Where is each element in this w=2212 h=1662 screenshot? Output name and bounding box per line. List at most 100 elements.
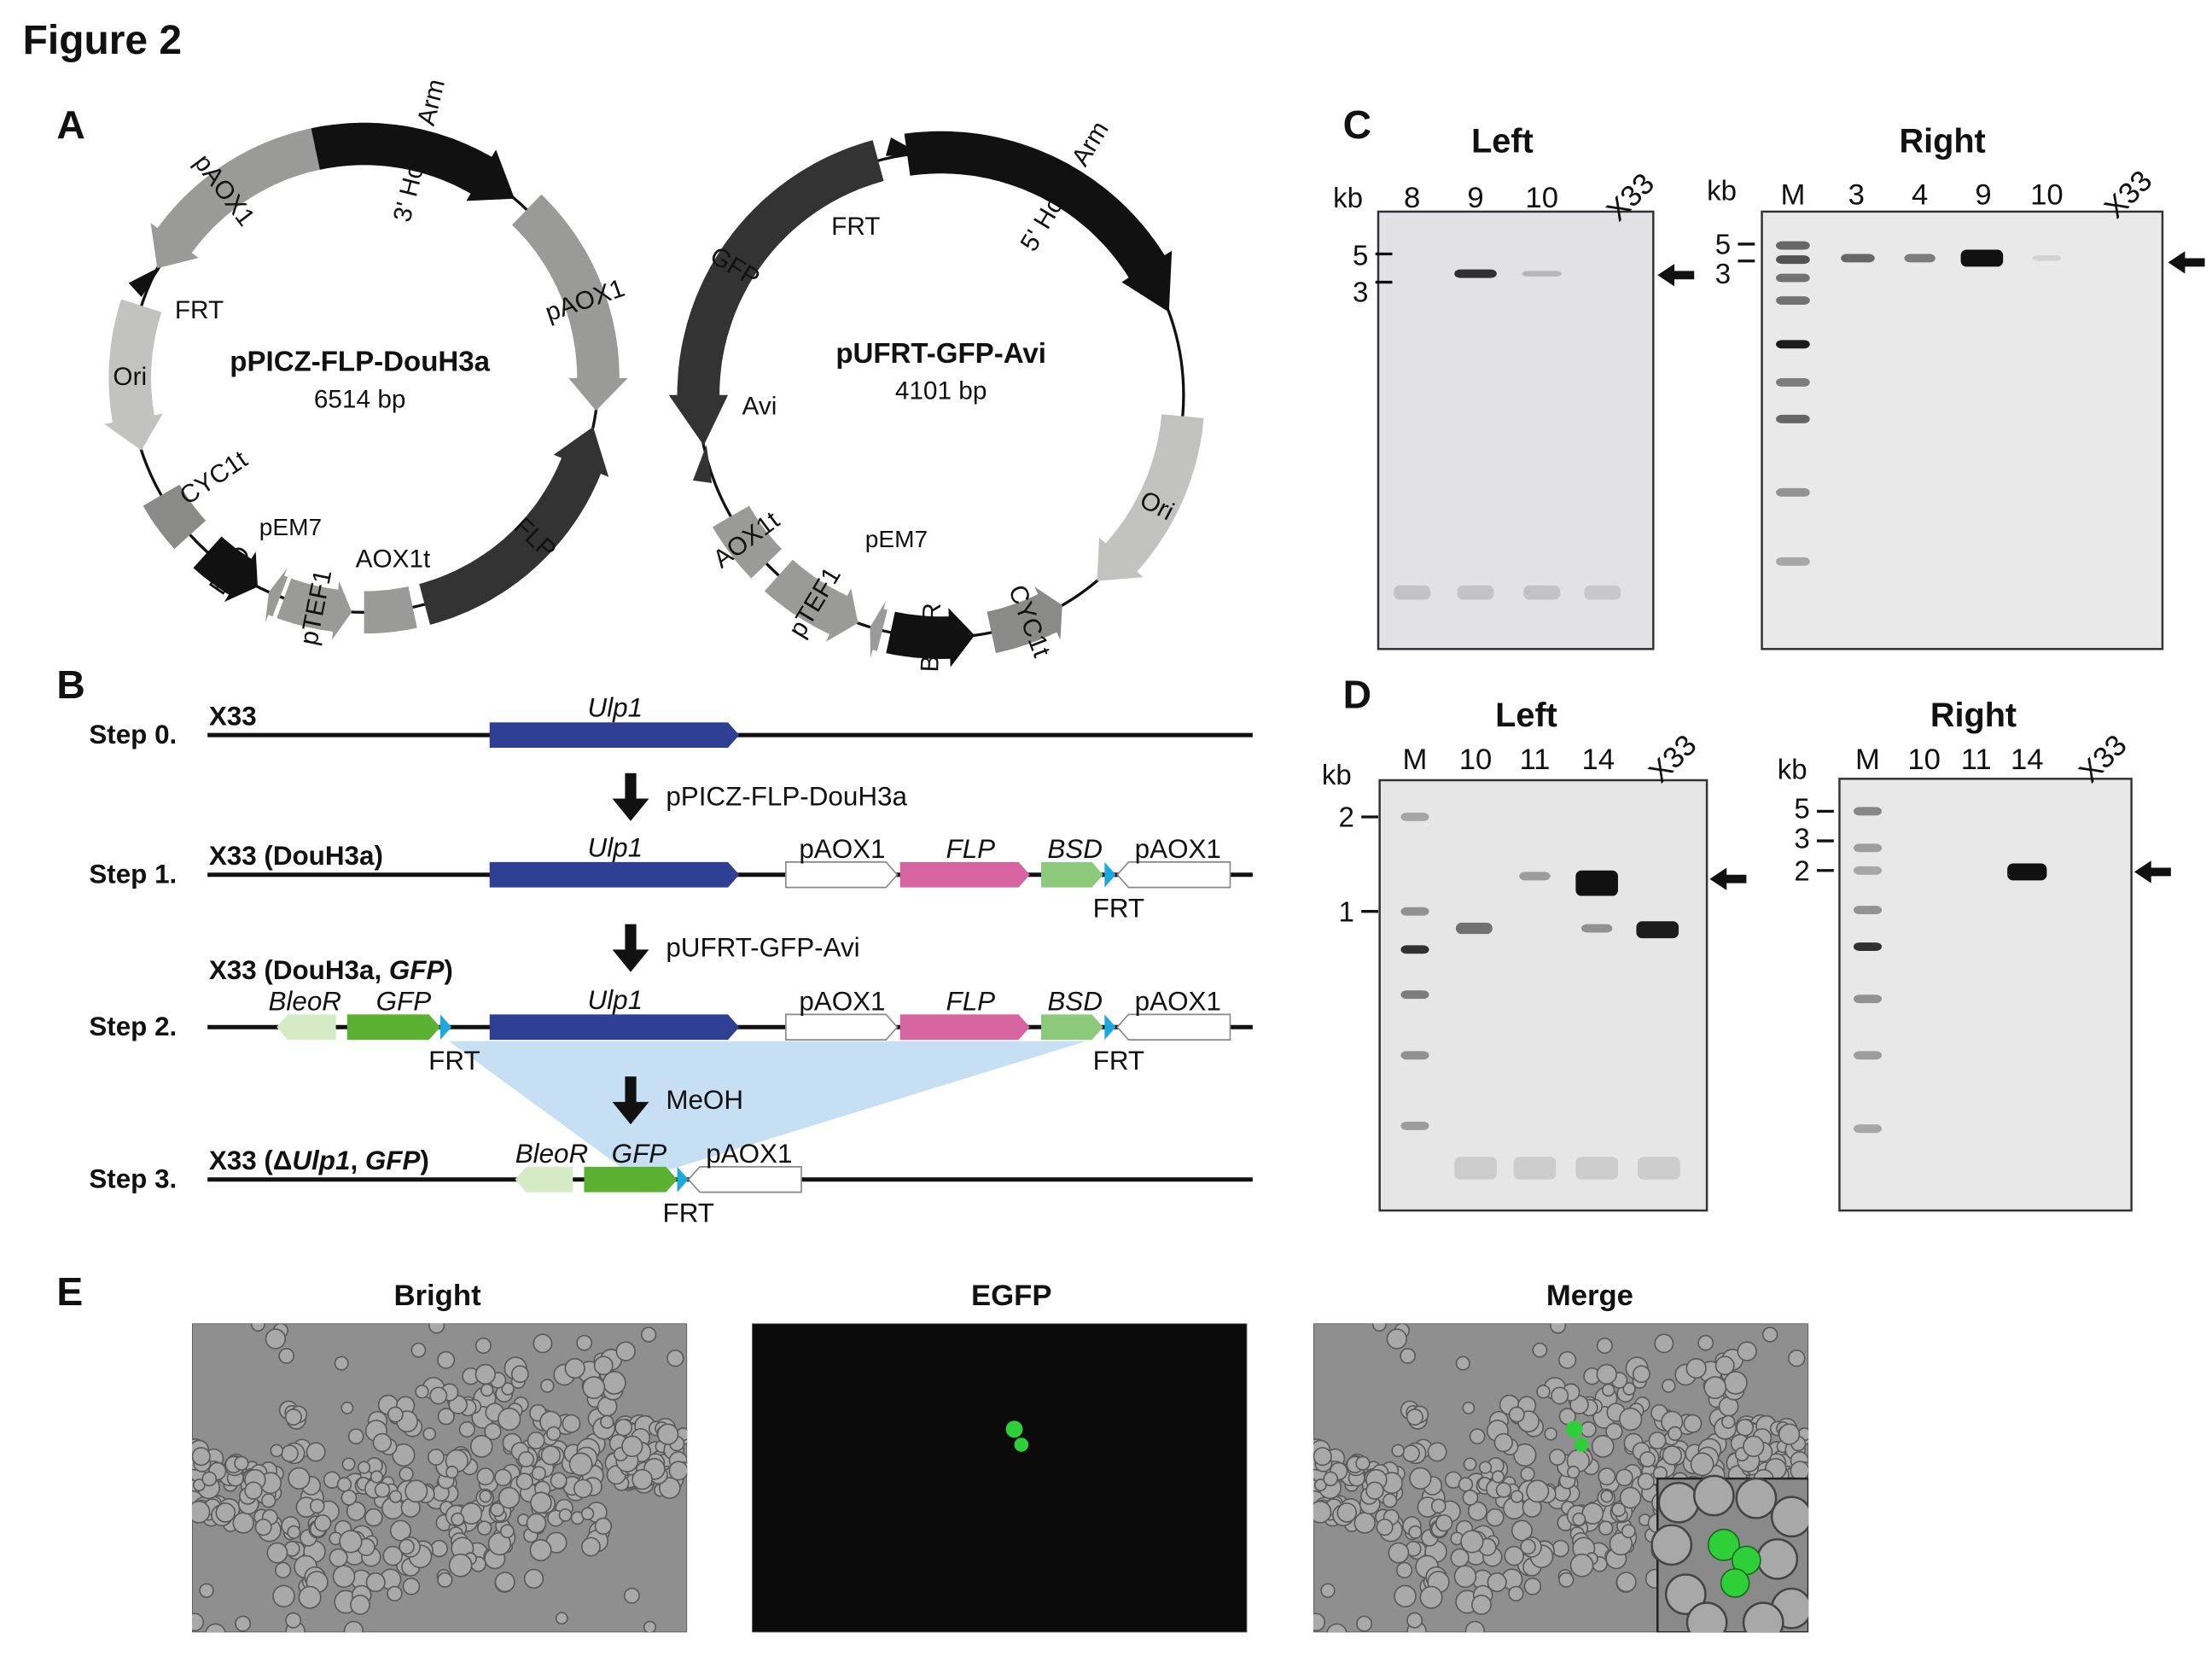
lane-label: M <box>1780 179 1805 212</box>
yeast-cell <box>1662 1379 1676 1393</box>
yeast-cell <box>580 1507 595 1521</box>
yeast-cell <box>479 1490 492 1503</box>
down-arrow-icon <box>612 924 649 972</box>
yeast-cell <box>232 1512 254 1534</box>
yeast-cell <box>1685 1357 1707 1379</box>
feature-arrow <box>1097 414 1204 581</box>
step-label: Step 2. <box>89 1012 177 1041</box>
yeast-cell <box>530 1491 552 1514</box>
yeast-cell <box>1355 1455 1371 1471</box>
yeast-cell <box>1536 1385 1551 1399</box>
yeast-cell <box>546 1426 562 1442</box>
yeast-cell <box>1596 1337 1613 1354</box>
yeast-cell <box>615 1341 636 1362</box>
yeast-cell <box>372 1432 393 1453</box>
yeast-cell <box>288 1467 311 1490</box>
micrograph-egfp <box>752 1323 1248 1633</box>
gel-band <box>1400 945 1429 954</box>
down-arrow-icon <box>612 1076 649 1125</box>
plasmid2-name: pUFRT-GFP-Avi <box>835 338 1046 370</box>
gene-label: pAOX1 <box>1135 834 1221 864</box>
yeast-cell <box>254 1519 272 1537</box>
lane-label: 9 <box>1467 182 1483 214</box>
feature-label: pEM7 <box>865 526 928 552</box>
gel-band <box>1776 487 1810 497</box>
yeast-cell <box>1550 1323 1567 1334</box>
yeast-cell <box>191 1612 205 1632</box>
yeast-cell <box>1720 1414 1736 1429</box>
yeast-cell <box>498 1486 521 1509</box>
yeast-cell <box>387 1406 404 1423</box>
yeast-cell <box>640 1327 657 1343</box>
yeast-cell <box>1723 1370 1748 1395</box>
lane-label: 3 <box>1848 179 1865 212</box>
feature-arrow <box>265 568 288 623</box>
feature-label: AOX1t <box>356 545 431 574</box>
arrow-left-icon <box>2133 860 2171 883</box>
yeast-cell <box>1365 1481 1384 1500</box>
yeast-cell <box>668 1461 688 1481</box>
gel-band <box>1523 585 1561 600</box>
strain-label: X33 (DouH3a) <box>209 841 383 871</box>
yeast-cell <box>621 1435 643 1458</box>
feature-arrow <box>311 122 515 201</box>
lane-label: 10 <box>2030 179 2064 212</box>
yeast-cell <box>1313 1612 1326 1632</box>
yeast-cell <box>1639 1450 1656 1468</box>
yeast-cell <box>1619 1486 1642 1509</box>
ulp1-gene <box>489 722 740 748</box>
marker-size-label: 3 <box>1715 259 1731 290</box>
yeast-cell <box>1455 1356 1470 1371</box>
lane-label: 9 <box>1975 179 1991 212</box>
gel-title: Right <box>1930 697 2017 734</box>
yeast-cell <box>1551 1386 1569 1405</box>
yeast-cell <box>1391 1443 1405 1458</box>
yeast-cell <box>382 1545 404 1566</box>
gene-label: pAOX1 <box>799 986 885 1016</box>
yeast-cell <box>643 1620 657 1633</box>
yeast-cell <box>199 1583 214 1599</box>
lane-label: 11 <box>1519 744 1550 776</box>
gel-band <box>1400 813 1429 821</box>
yeast-cell <box>448 1553 473 1577</box>
panel-label-b: B <box>56 662 84 707</box>
strain-part: Ulp1 <box>292 1146 350 1175</box>
yeast-cell <box>1609 1531 1633 1556</box>
yeast-cell <box>1371 1323 1387 1332</box>
gel-band <box>1776 557 1810 566</box>
yeast-cell <box>1611 1502 1627 1518</box>
lane-label: 14 <box>2011 744 2044 776</box>
yeast-cell <box>235 1615 252 1632</box>
yeast-cell <box>334 1356 349 1371</box>
yeast-cell <box>658 1477 681 1499</box>
yeast-cell <box>272 1584 295 1608</box>
yeast-cell <box>1654 1333 1674 1354</box>
yeast-cell <box>1601 1383 1615 1397</box>
yeast-cell <box>1685 1601 1728 1633</box>
yeast-cell <box>1551 1539 1569 1558</box>
yeast-cell <box>350 1594 370 1615</box>
lane-label: 11 <box>1961 744 1992 776</box>
yeast-cell <box>1336 1502 1358 1523</box>
feature-label: FRT <box>831 213 880 241</box>
gel-band <box>1400 1051 1429 1060</box>
yeast-cell <box>274 1561 292 1579</box>
yeast-cell <box>374 1482 391 1498</box>
yeast-cell <box>298 1585 322 1609</box>
kb-unit-label: kb <box>1707 176 1737 207</box>
yeast-cell <box>191 1447 211 1467</box>
yeast-cell <box>1504 1545 1525 1566</box>
gel-band <box>1457 585 1494 600</box>
yeast-cell <box>215 1502 236 1523</box>
yeast-cell <box>1409 1467 1432 1490</box>
yeast-cell <box>1548 1449 1566 1466</box>
yeast-cell <box>1408 1525 1423 1539</box>
gene-label: FRT <box>1093 1046 1144 1076</box>
feature-label: Ori <box>113 363 147 391</box>
yeast-cell <box>1596 1363 1617 1385</box>
gene-label: pAOX1 <box>799 834 885 864</box>
yeast-cell <box>430 1539 448 1558</box>
yeast-cell <box>1400 1348 1417 1364</box>
yeast-cell <box>1513 1443 1537 1467</box>
yeast-cell <box>339 1530 363 1554</box>
